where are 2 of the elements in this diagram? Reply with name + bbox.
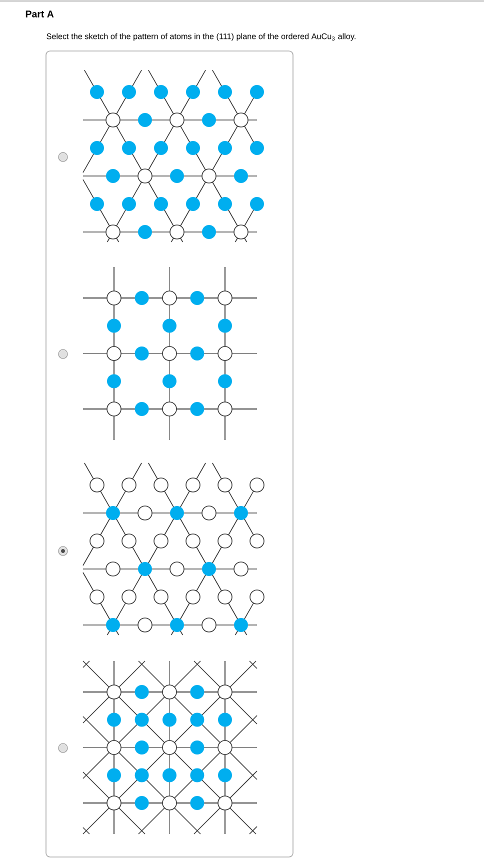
part-heading: Part A bbox=[26, 10, 54, 18]
question-text: Select the sketch of the pattern of atoms in the (111) plane of the ordered AuCu$_{3}$ alloy. bbox=[46, 33, 356, 41]
